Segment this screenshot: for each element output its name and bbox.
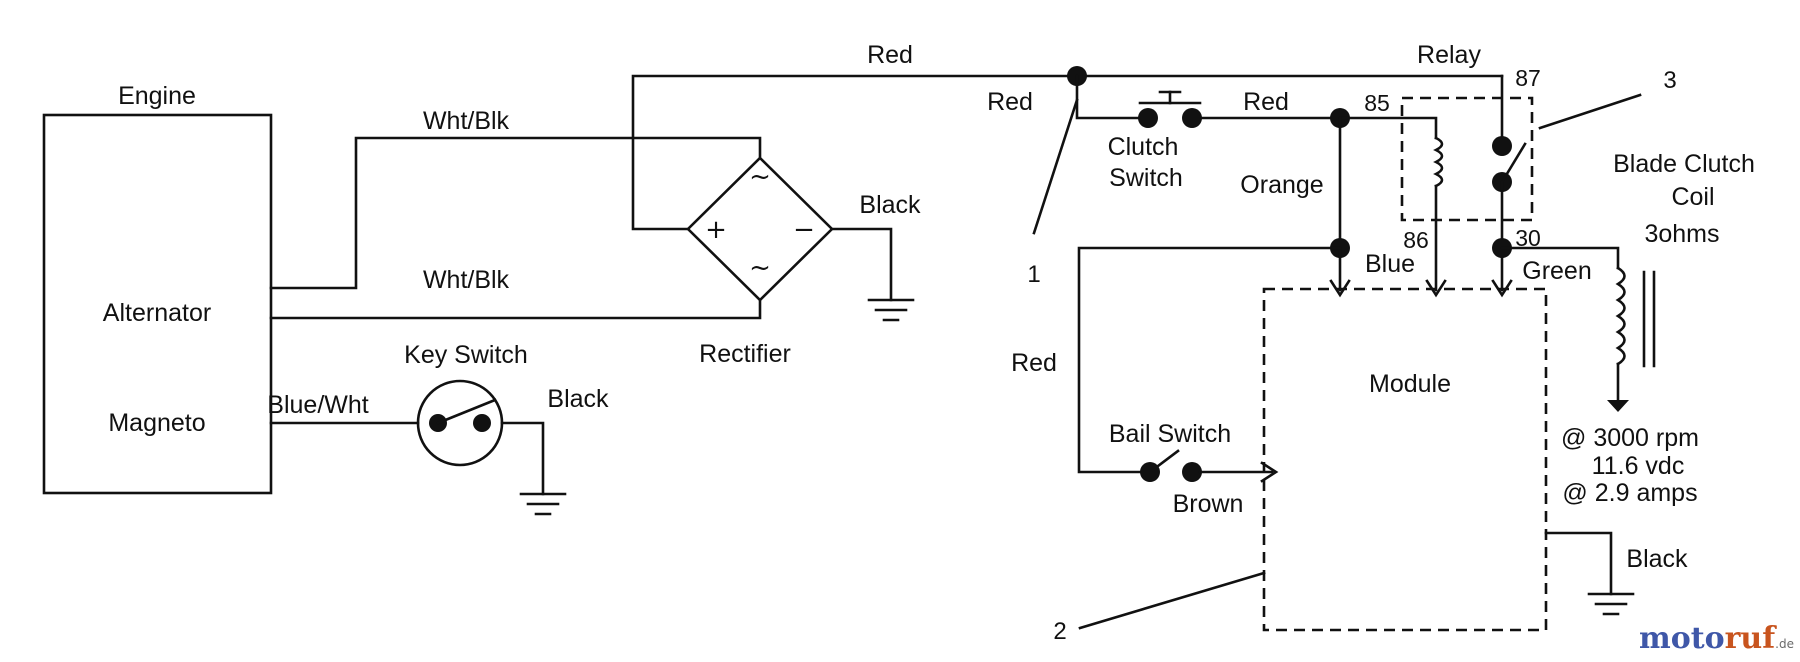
red-label-clutch: Red xyxy=(1243,88,1289,116)
relay-pin-87: 87 xyxy=(1515,65,1541,91)
module-input-brown-arrow xyxy=(1260,461,1279,483)
red-label-left: Red xyxy=(1011,349,1057,377)
black-label-key: Black xyxy=(547,385,609,413)
relay-label: Relay xyxy=(1417,41,1481,69)
spec-vdc: 11.6 vdc xyxy=(1592,452,1685,480)
relay-contact-symbol xyxy=(1492,136,1527,192)
ground-symbol-module xyxy=(1587,592,1635,616)
callout-1: 1 xyxy=(1027,261,1040,288)
clutch-switch-label-1: Clutch xyxy=(1108,133,1179,161)
relay-coil-symbol xyxy=(1433,136,1444,188)
module-label: Module xyxy=(1369,370,1451,398)
rectifier-minus: − xyxy=(793,215,815,245)
blade-clutch-coil-symbol xyxy=(1615,266,1626,366)
orange-label: Orange xyxy=(1240,171,1323,199)
spec-rpm: @ 3000 rpm xyxy=(1561,424,1699,452)
blade-clutch-label-2: Coil xyxy=(1671,183,1714,211)
key-switch-ground-wire xyxy=(500,421,545,496)
spec-amps: @ 2.9 amps xyxy=(1562,479,1697,507)
svg-text:motoruf.de: motoruf.de xyxy=(1639,621,1794,656)
wht-blk-label-top: Wht/Blk xyxy=(423,107,510,135)
watermark-logo: motoruf.de xyxy=(1639,621,1794,656)
engine-label: Engine xyxy=(118,82,196,110)
ground-symbol-key xyxy=(519,492,567,516)
wht-blk-wire-bottom xyxy=(269,298,762,320)
blade-clutch-label-1: Blade Clutch xyxy=(1613,150,1755,178)
blade-clutch-label-3: 3ohms xyxy=(1644,220,1719,248)
rectifier-symbol xyxy=(686,156,834,302)
bail-switch-symbol xyxy=(1140,449,1202,482)
rectifier-negative-wire xyxy=(830,227,893,302)
blade-clutch-ground-symbol xyxy=(1607,400,1629,412)
relay-pin-30: 30 xyxy=(1515,225,1541,251)
callout-3: 3 xyxy=(1663,67,1676,94)
module-input-30-arrow xyxy=(1491,279,1513,298)
relay-pin-86: 86 xyxy=(1403,227,1429,253)
brown-label: Brown xyxy=(1173,490,1244,518)
rectifier-label: Rectifier xyxy=(699,340,791,368)
module-ground-wire xyxy=(1544,531,1613,596)
magneto-label: Magneto xyxy=(108,409,205,437)
green-label: Green xyxy=(1522,257,1591,285)
bail-switch-label: Bail Switch xyxy=(1109,420,1231,448)
clutch-switch-symbol xyxy=(1138,90,1202,128)
relay-coil-wire-top xyxy=(1338,116,1438,140)
black-label-module: Black xyxy=(1626,545,1688,573)
alternator-label: Alternator xyxy=(103,299,211,327)
wht-blk-wire-top xyxy=(269,136,762,290)
key-switch-label: Key Switch xyxy=(404,341,528,369)
callout-1-leader xyxy=(1032,98,1079,235)
red-label-top: Red xyxy=(867,41,913,69)
clutch-switch-label-2: Switch xyxy=(1109,164,1183,192)
rectifier-ac-bottom: ~ xyxy=(749,253,771,283)
module-input-86-arrow xyxy=(1425,279,1447,298)
blue-wht-label: Blue/Wht xyxy=(267,391,368,419)
module-input-blue-arrow xyxy=(1329,279,1351,298)
module-box xyxy=(1262,287,1548,632)
black-label-rectifier: Black xyxy=(859,191,921,219)
ground-symbol-rectifier xyxy=(867,298,915,322)
wht-blk-label-bottom: Wht/Blk xyxy=(423,266,510,294)
rectifier-positive-wire xyxy=(631,74,1079,231)
green-wire xyxy=(1500,246,1620,270)
blue-label: Blue xyxy=(1365,250,1415,278)
rectifier-plus: + xyxy=(705,215,727,245)
relay-box xyxy=(1400,96,1534,222)
red-to-bail-wire xyxy=(1077,246,1342,474)
rectifier-ac-top: ~ xyxy=(749,162,771,192)
engine-box xyxy=(42,113,273,495)
callout-2-leader xyxy=(1078,571,1266,630)
red-label-junction: Red xyxy=(987,88,1033,116)
red-to-clutch-wire xyxy=(1075,74,1140,120)
relay-pin-85: 85 xyxy=(1364,90,1390,116)
callout-2: 2 xyxy=(1053,618,1066,645)
callout-3-leader xyxy=(1538,93,1642,130)
